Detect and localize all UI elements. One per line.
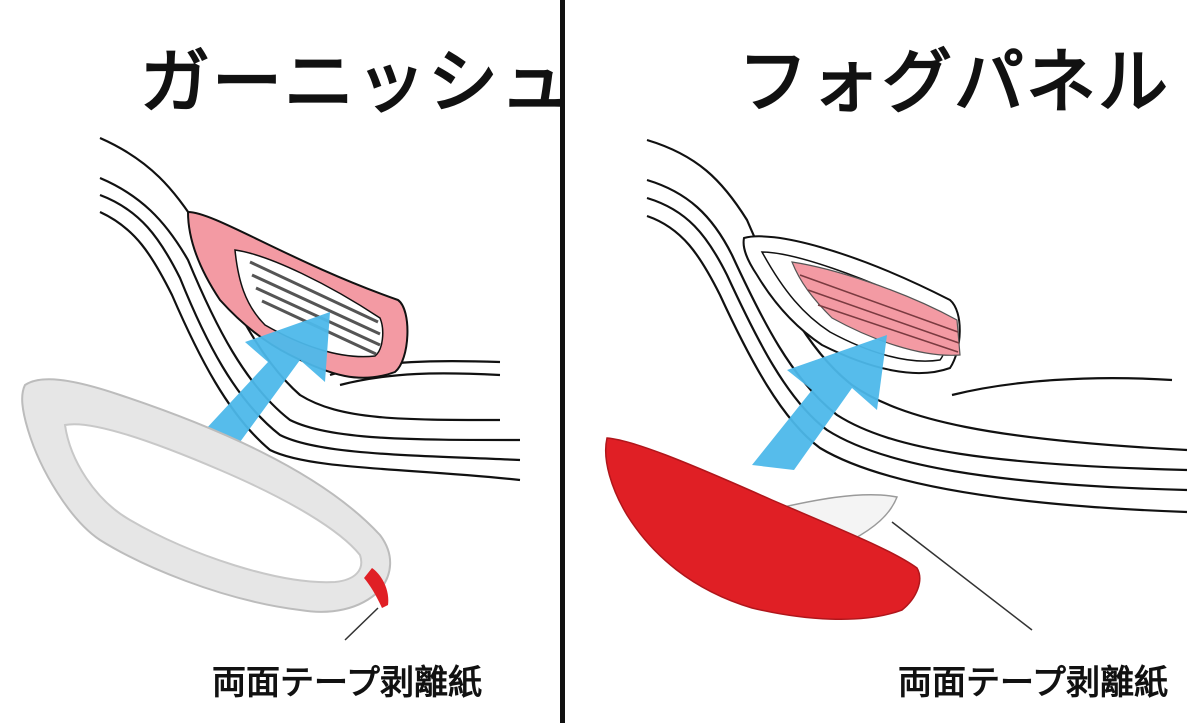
garnish-title: ガーニッシュ <box>140 41 560 123</box>
garnish-tape-caption: 両面テープ剥離紙 <box>212 663 482 703</box>
garnish-panel: ガーニッシュ 両面テープ剥離紙 <box>0 0 560 723</box>
fog-recess <box>742 235 961 374</box>
fog-tape-caption: 両面テープ剥離紙 <box>898 663 1168 703</box>
garnish-part <box>21 378 392 641</box>
fog-panel-part <box>604 437 921 621</box>
garnish-diagram <box>21 136 521 641</box>
bumper-outline <box>99 136 521 482</box>
fog-panel-title: フォグパネル <box>738 41 1170 123</box>
fog-panel-diagram <box>604 138 1188 631</box>
mount-arrow <box>752 335 887 470</box>
panel-divider <box>560 0 565 723</box>
fog-panel-panel: フォグパネル 両面テープ剥離紙 <box>572 0 1200 723</box>
mount-arrow <box>205 312 330 442</box>
